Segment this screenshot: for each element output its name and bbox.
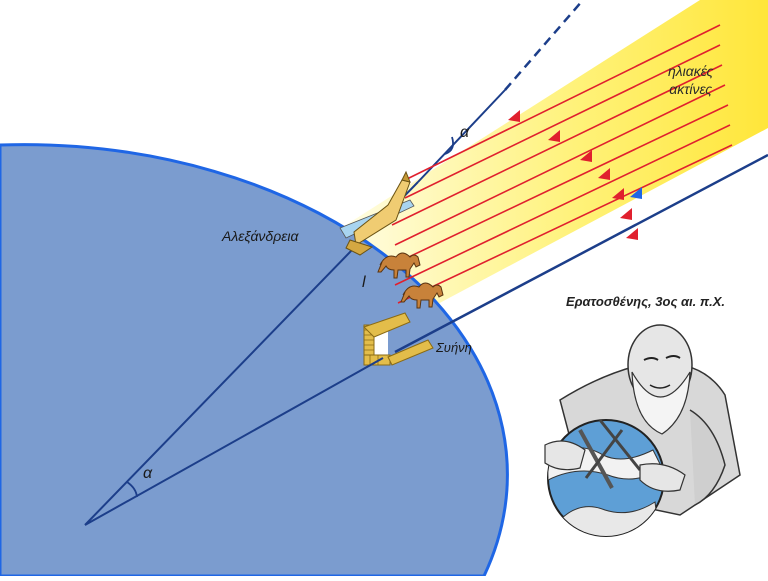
label-arc-length: l bbox=[362, 274, 366, 291]
label-sun-rays-line1: ηλιακές bbox=[668, 63, 714, 79]
well-icon bbox=[363, 312, 434, 366]
label-sun-rays: ηλιακές ακτίνες bbox=[668, 62, 713, 98]
vertical-extension-dashed bbox=[504, 0, 584, 91]
angle-arc-top bbox=[444, 136, 454, 155]
label-eratosthenes: Ερατοσθένης, 3ος αι. π.Χ. bbox=[566, 294, 726, 309]
angle-arc-center bbox=[126, 481, 138, 498]
label-angle-center: α bbox=[143, 465, 153, 482]
obelisk-icon bbox=[339, 170, 415, 256]
label-sun-rays-line2: ακτίνες bbox=[669, 81, 713, 97]
label-syene: Συήνη bbox=[436, 340, 472, 355]
ray-arrows bbox=[508, 110, 642, 240]
sun-rays bbox=[391, 24, 733, 304]
syene-sun-ray bbox=[394, 153, 768, 354]
earth-sector bbox=[0, 143, 509, 578]
radius-to-syene bbox=[84, 357, 384, 526]
camel-icon bbox=[377, 252, 444, 309]
sunlight-band bbox=[338, 0, 768, 322]
label-angle-top: α bbox=[460, 124, 470, 141]
label-alexandria: Αλεξάνδρεια bbox=[222, 228, 299, 244]
